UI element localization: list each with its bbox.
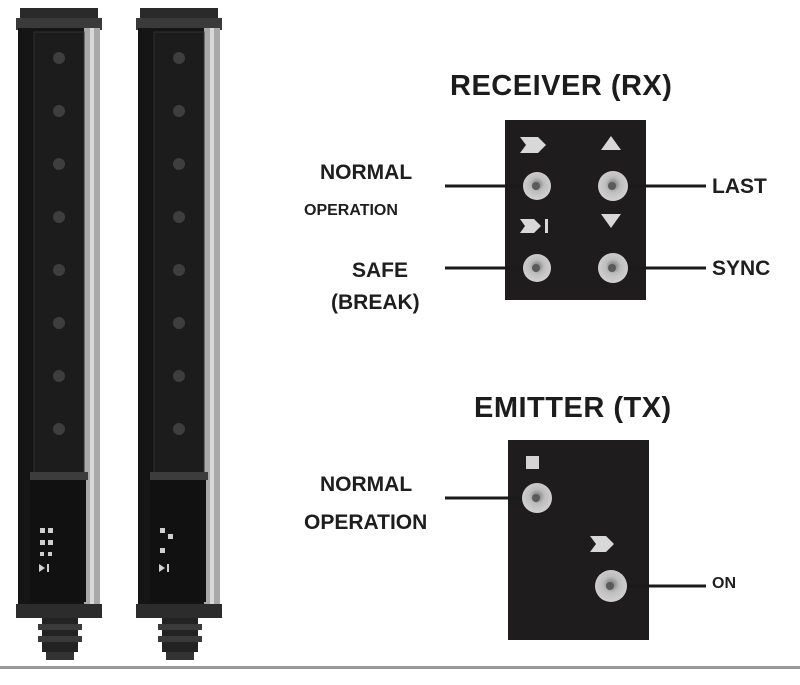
emitter-lens-1: [53, 52, 65, 64]
emitter-lens-6: [53, 317, 65, 329]
arrow-right-icon: [520, 137, 546, 153]
receiver-lens-2: [173, 105, 185, 117]
emitter-normal-label-line1: NORMAL: [320, 473, 413, 496]
receiver-panel-diagram: [445, 120, 706, 300]
receiver-lens-6: [173, 317, 185, 329]
receiver-safe-label-line2: (BREAK): [331, 291, 420, 314]
arrow-right-icon: [590, 536, 614, 552]
emitter-title: EMITTER (TX): [474, 392, 672, 424]
emitter-panel-diagram: [445, 440, 706, 640]
sync-label: SYNC: [712, 257, 771, 280]
receiver-lens-1: [173, 52, 185, 64]
receiver-safe-label-line1: SAFE: [352, 259, 409, 282]
emitter-lens-8: [53, 423, 65, 435]
emitter-lens-3: [53, 158, 65, 170]
receiver-lens-3: [173, 158, 185, 170]
receiver-normal-label-line1: NORMAL: [320, 161, 413, 184]
triangle-up-icon: [601, 136, 621, 150]
receiver-normal-label-line2: OPERATION: [304, 202, 398, 219]
emitter-normal-label-line2: OPERATION: [304, 511, 428, 534]
arrow-right-bar-icon: [520, 219, 541, 233]
emitter-lens-2: [53, 105, 65, 117]
receiver-lens-8: [173, 423, 185, 435]
last-label: LAST: [712, 175, 767, 198]
emitter-panel: [508, 440, 649, 640]
on-label: ON: [712, 575, 736, 592]
receiver-bar-image: [136, 8, 222, 660]
square-icon: [526, 456, 539, 469]
receiver-lens-4: [173, 211, 185, 223]
receiver-lens-5: [173, 264, 185, 276]
receiver-lens-7: [173, 370, 185, 382]
bottom-divider: [0, 666, 800, 669]
emitter-bar-image: [16, 8, 102, 660]
receiver-title: RECEIVER (RX): [450, 70, 673, 102]
emitter-lens-7: [53, 370, 65, 382]
emitter-lens-4: [53, 211, 65, 223]
emitter-lens-5: [53, 264, 65, 276]
triangle-down-icon: [601, 214, 621, 228]
